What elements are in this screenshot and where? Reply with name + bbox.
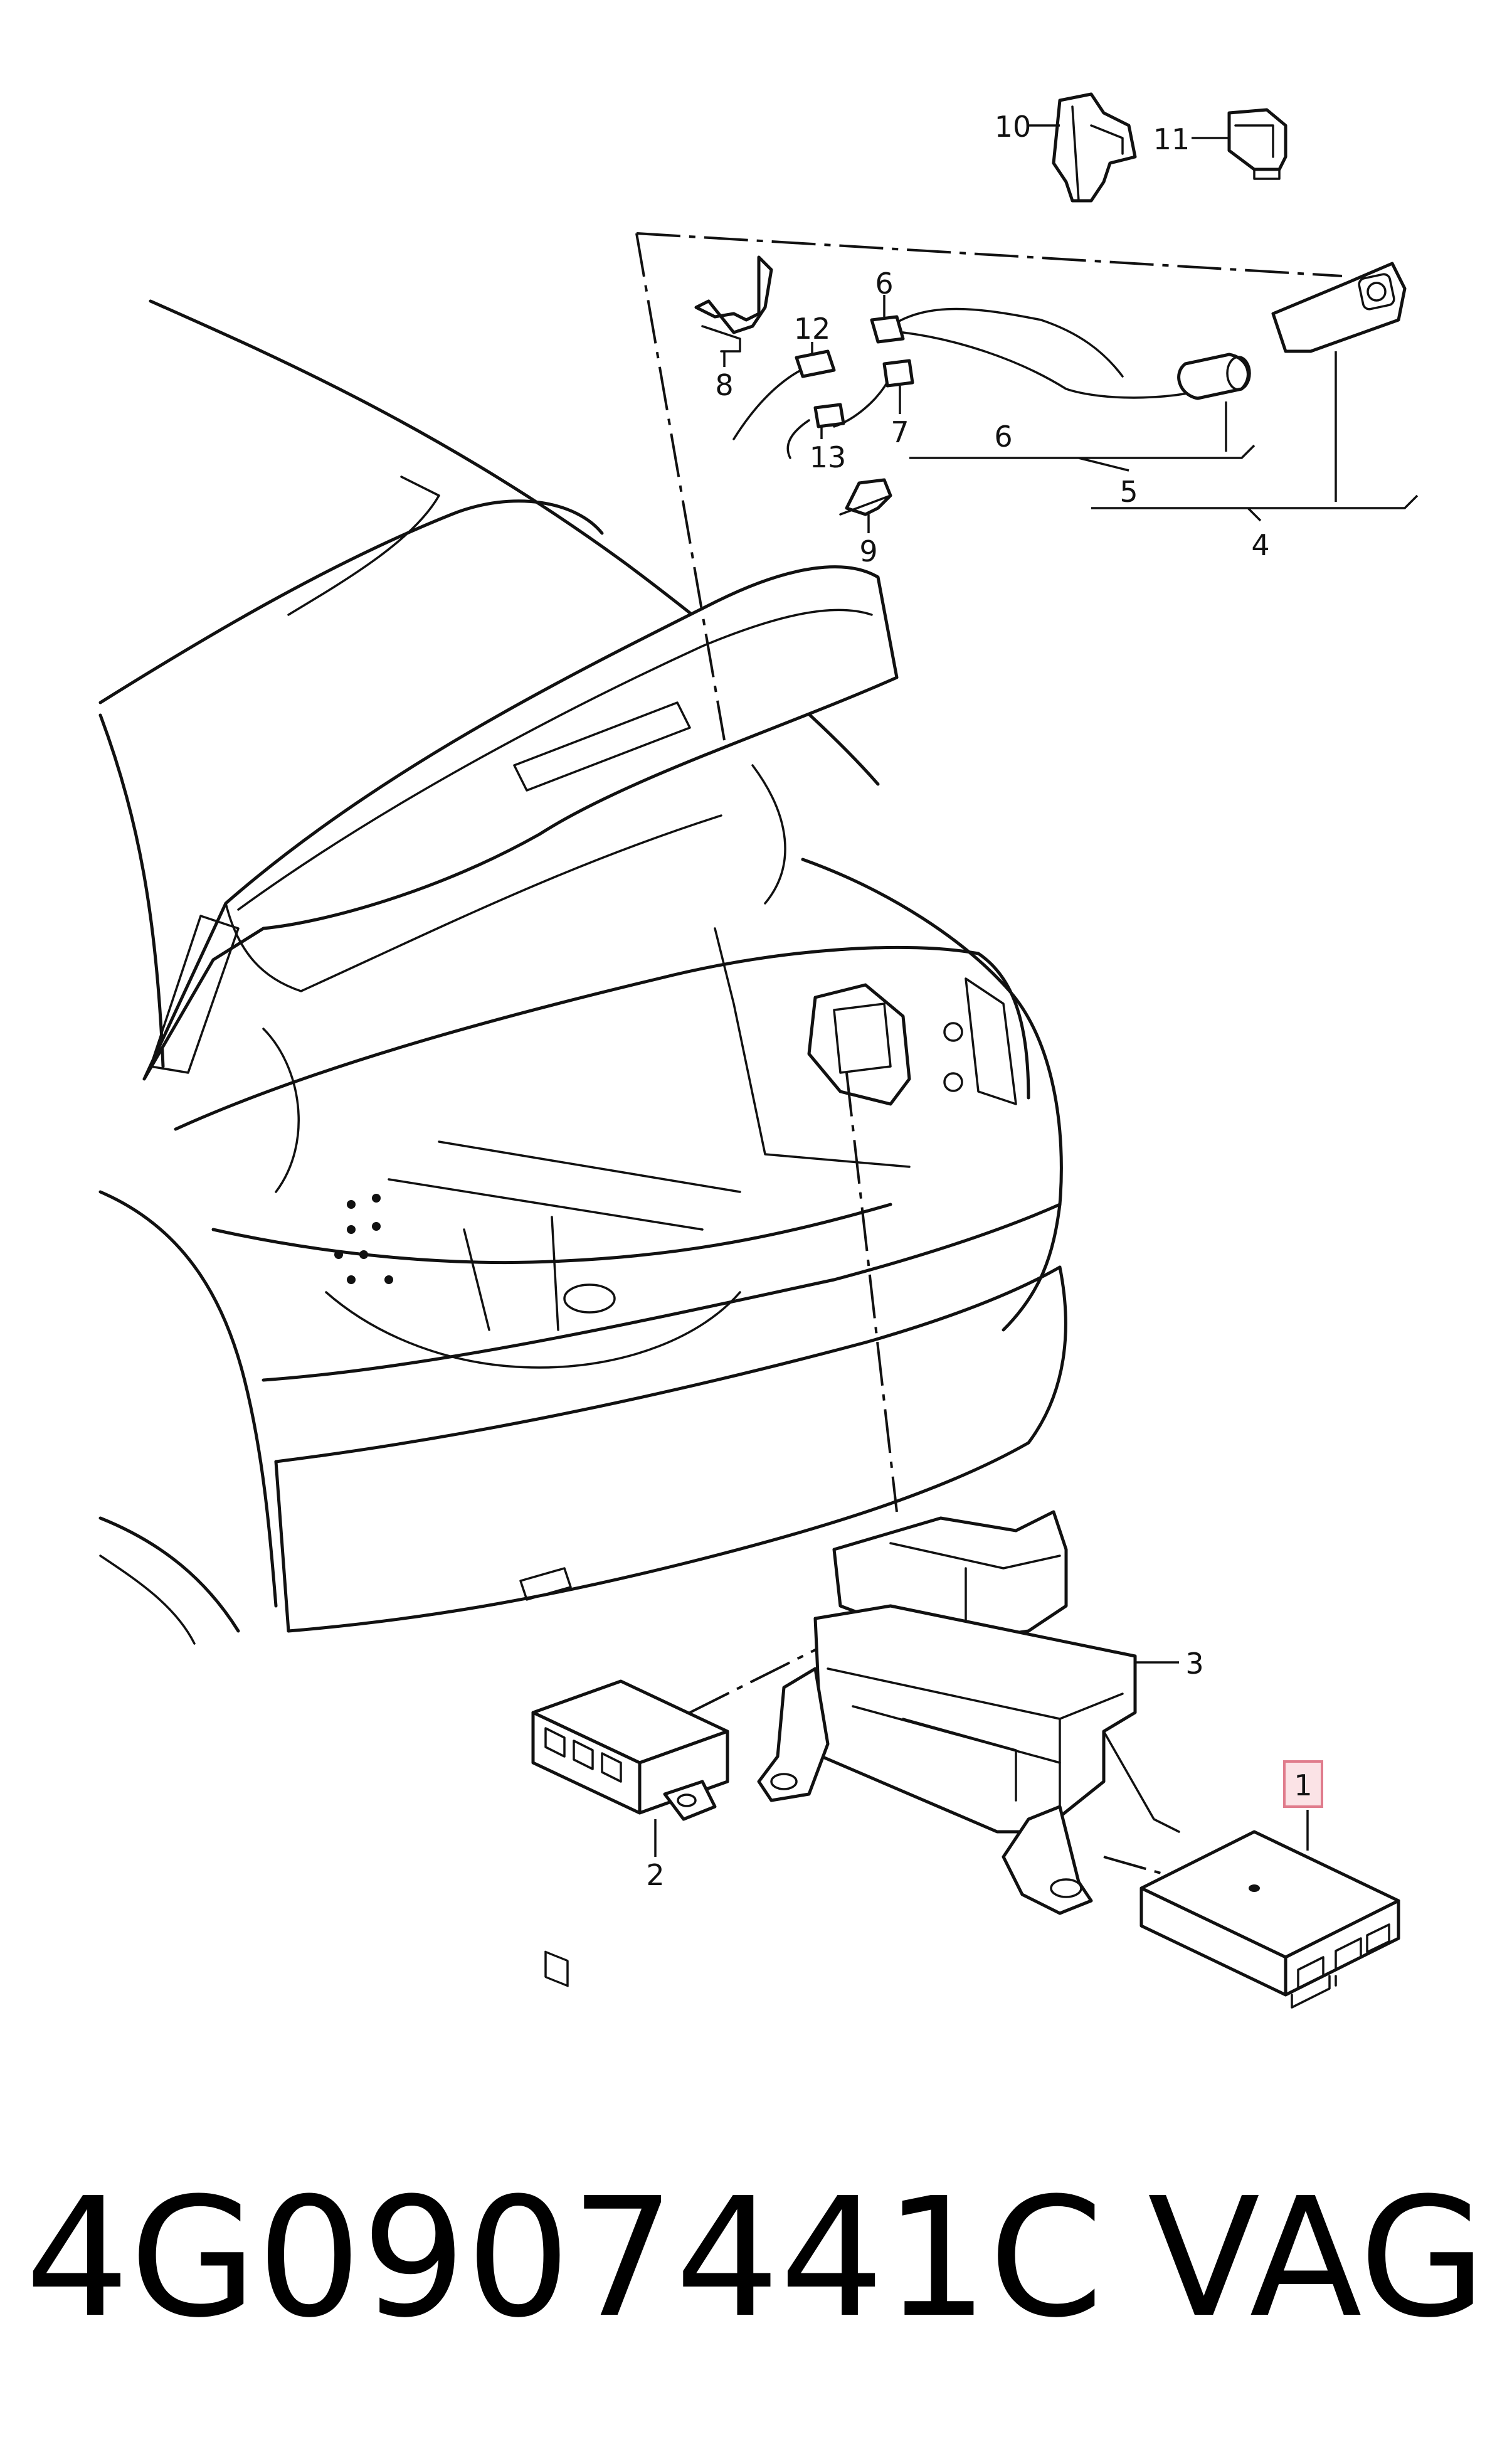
wall-bracket-detail (833, 1002, 892, 1074)
bracket-4 (1091, 494, 1419, 522)
callout-10: 10 (995, 110, 1032, 144)
floor-drain (563, 1283, 616, 1314)
tail-light-right (965, 977, 1017, 1105)
car-c-pillar (98, 713, 165, 1068)
footer: 4G0907441C VAG (25, 2162, 1486, 2354)
trunk-lid-inner-stiffener (225, 814, 722, 992)
callout-3: 3 (1185, 1647, 1203, 1681)
car-side-lower (98, 1516, 240, 1633)
callout-11: 11 (1153, 122, 1190, 156)
bolt-right-2 (943, 1072, 963, 1092)
callout-1: 1 (1294, 1768, 1312, 1802)
dash-ecu2-to-bracket (689, 1642, 828, 1714)
part-3-module-bracket (757, 1510, 1180, 1915)
bracket-right-foot (1002, 1805, 1093, 1915)
trunk-floor-edge (211, 1203, 892, 1265)
callout-13: 13 (810, 440, 847, 474)
part-8-bracket (694, 255, 773, 334)
part-6-connector (870, 315, 905, 344)
trunk-floor-rib-3 (463, 1228, 490, 1331)
trunk-lid (142, 565, 899, 1081)
wire-13 (786, 419, 810, 459)
part-13-connector (813, 403, 845, 428)
part-12-connector (795, 349, 836, 378)
part-9-grommet (845, 478, 892, 516)
callout-labels: 1 2 3 4 5 6 6 7 8 9 10 11 12 13 (646, 110, 1323, 1892)
callout-6-top: 6 (875, 267, 893, 300)
dash-upper-right (636, 232, 1343, 277)
bolt-right-1 (943, 1022, 963, 1042)
callout-5: 5 (1119, 475, 1138, 509)
trunk-floor-rib-1 (438, 1140, 741, 1193)
bumper-reflector (519, 1567, 572, 1601)
part-number: 4G0907441C (25, 2162, 1104, 2354)
car-rear-illustration (98, 299, 1067, 1645)
car-right-tail (801, 858, 1063, 1332)
part-7-connector (882, 359, 914, 388)
module1-screw (1249, 1884, 1260, 1892)
ecu2-socket-1 (544, 1950, 569, 1987)
trunk-opening (174, 945, 1030, 1131)
trunk-hinge-arm (262, 1028, 300, 1193)
ecu2-mount-tab (663, 1780, 717, 1821)
trunk-lid-handle-recess (513, 701, 691, 792)
car-quarter-panel (98, 1190, 278, 1608)
bumper-right-side (1027, 1265, 1067, 1445)
trunk-lid-hinge-left (149, 915, 240, 1074)
harness-leaders (811, 295, 1419, 533)
trunk-floor-rib-4 (551, 1216, 559, 1331)
rear-bumper-top (262, 1203, 1062, 1382)
module1-pins (1291, 1975, 1337, 2009)
camera-harness-assembly (694, 255, 1407, 516)
floor-hole-dots (334, 1194, 393, 1284)
bumper-side (274, 1460, 290, 1633)
callout-4: 4 (1251, 528, 1269, 562)
bracket-5-6 (909, 444, 1256, 472)
callout-8: 8 (715, 368, 733, 402)
bracket-body (813, 1604, 1137, 1834)
car-rear-window-reflection (287, 476, 440, 616)
callout-7: 7 (891, 415, 909, 449)
brand-label: VAG (1148, 2162, 1486, 2354)
car-roofline (149, 299, 880, 786)
trunk-right-wall (714, 927, 911, 1168)
trunk-floor-rib-2 (388, 1178, 704, 1231)
callout-6-bracket: 6 (994, 420, 1012, 454)
car-sill (99, 1554, 196, 1645)
camera-unit (1177, 353, 1250, 400)
part-1-gateway-module (1139, 1830, 1400, 2009)
dash-bracket-to-module (845, 1072, 898, 1512)
wall-bracket (807, 983, 911, 1106)
callout-9: 9 (859, 534, 877, 568)
rear-bumper-face (274, 1265, 1062, 1464)
callout-1-highlight (1283, 1760, 1323, 1808)
part-11-connector (1227, 108, 1287, 180)
rear-bumper-lower (287, 1441, 1030, 1633)
wire-main (889, 307, 1124, 378)
part-10-clip (1052, 92, 1137, 203)
trunk-lid-inner-edge (237, 608, 873, 911)
spare-well (325, 1291, 741, 1369)
wire-main-2 (902, 331, 1230, 399)
ecu2-side (638, 1729, 729, 1815)
bracket-left-foot (757, 1667, 830, 1802)
callout-2: 2 (646, 1858, 664, 1892)
ecu2-sockets (544, 1727, 622, 1783)
car-rear-window-lower (98, 499, 604, 704)
callout-12: 12 (794, 312, 831, 346)
part-2-control-unit (531, 1679, 729, 1987)
dash-upper-left (635, 233, 726, 741)
trunk-hinge-arm-right (751, 764, 786, 905)
module1-connectors (1297, 1923, 1390, 1990)
